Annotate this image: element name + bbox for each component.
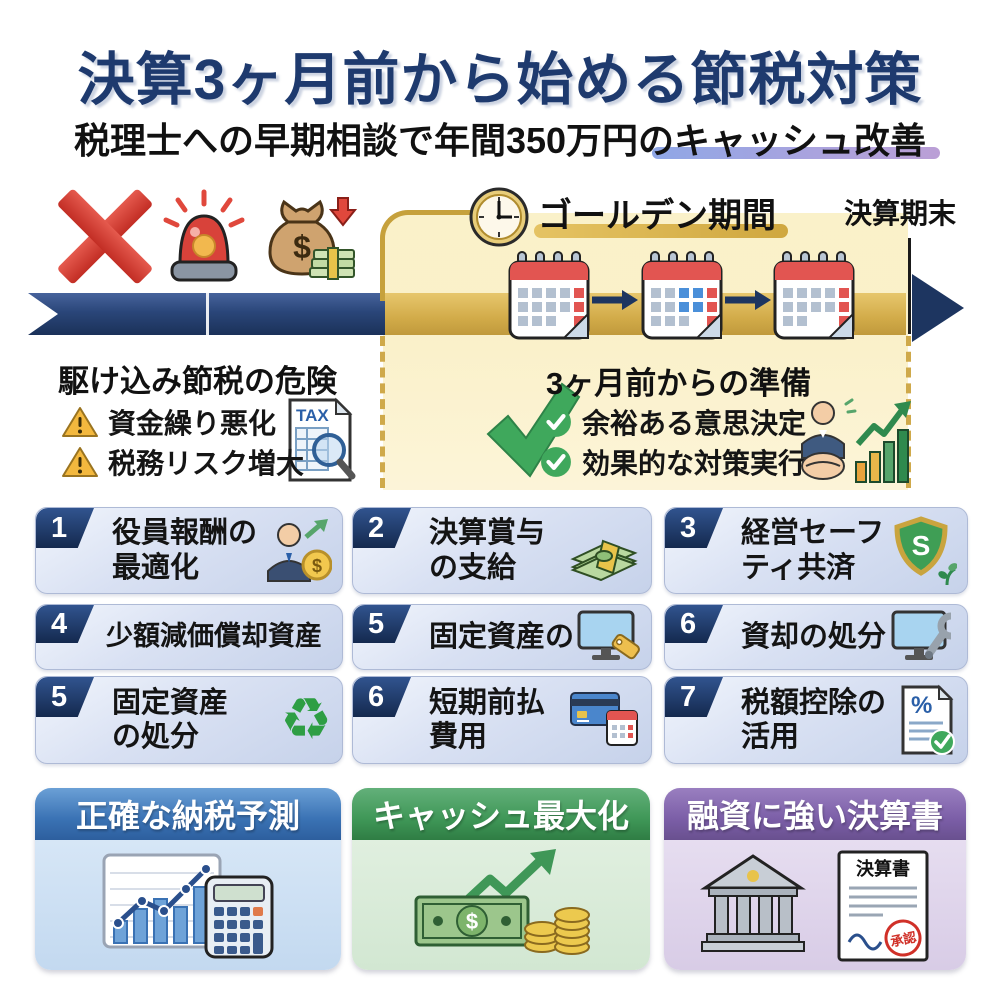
golden-period-label: ゴールデン期間	[538, 197, 776, 235]
strategy-label: 資却の処分	[741, 620, 887, 653]
danger-item: 税務リスク増大	[62, 442, 304, 482]
cash-stack-icon	[570, 539, 638, 581]
strategy-label: 決算賞与の支給	[429, 517, 546, 584]
strategy-number-badge: 1	[36, 508, 94, 548]
calendar-icon	[508, 251, 590, 340]
strategy-card: 7 税額控除の活用 %	[664, 676, 968, 764]
check-circle-icon	[541, 447, 571, 477]
strategy-card: 3 経営セーフティ共済 S	[664, 507, 968, 594]
page-subtitle: 税理士への早期相談で年間350万円のキャッシュ改善	[73, 120, 927, 161]
svg-text:決算書: 決算書	[856, 858, 910, 879]
strategy-number-badge: 6	[353, 677, 411, 717]
strategy-label: 短期前払費用	[429, 686, 546, 753]
page-title: 決算3ヶ月前から始める節税対策	[77, 48, 923, 112]
bank-statement-icon: 決算書 承認	[700, 850, 929, 962]
svg-text:$: $	[293, 229, 311, 265]
benefit-card: 融資に強い決算書 決算書	[664, 788, 966, 970]
monitor-wrench-icon	[891, 610, 952, 660]
preparation-item: 余裕ある意思決定	[540, 402, 806, 442]
recycle-icon: ♻	[280, 687, 332, 752]
subtitle-highlight-bar	[652, 147, 940, 159]
strategy-label: 固定資産の処分	[112, 686, 229, 753]
golden-label-underline	[534, 224, 788, 238]
strategy-label: 固定資産の	[429, 620, 575, 653]
preparation-heading: 3ヶ月前からの準備	[546, 366, 812, 401]
strategy-number-badge: 5	[353, 605, 411, 643]
benefit-title: 融資に強い決算書	[664, 788, 966, 840]
cash-maximize-icon: $	[414, 849, 590, 955]
advisor-handshake-icon	[801, 398, 857, 480]
preparation-item-label: 効果的な対策実行	[582, 448, 807, 479]
preparation-item: 効果的な対策実行	[540, 442, 806, 482]
svg-text:$: $	[312, 556, 322, 576]
svg-text:S: S	[912, 530, 931, 561]
strategy-label: 税額控除の活用	[741, 686, 887, 753]
strategy-card: 1 役員報酬の最適化 $	[35, 507, 343, 594]
warning-icon	[62, 447, 98, 477]
benefit-body: 決算書 承認	[664, 840, 966, 970]
svg-text:$: $	[466, 909, 478, 934]
timeline-arrowhead-icon	[912, 274, 964, 342]
arrow-right-icon	[725, 290, 771, 310]
preparation-item-label: 余裕ある意思決定	[582, 408, 807, 439]
strategy-card: 6 短期前払費用	[352, 676, 652, 764]
benefit-card: 正確な納税予測	[35, 788, 341, 970]
big-check-icon	[486, 382, 581, 478]
fiscal-end-label: 決算期末	[844, 198, 957, 229]
strategy-label: 役員報酬の最適化	[112, 517, 258, 584]
benefit-title: 正確な納税予測	[35, 788, 341, 840]
safety-shield-icon: S	[894, 515, 957, 585]
benefit-body: $	[352, 840, 650, 970]
golden-zone-left-dashed-border	[380, 336, 385, 488]
benefit-card: キャッシュ最大化 $	[352, 788, 650, 970]
benefit-title: キャッシュ最大化	[352, 788, 650, 840]
strategy-label: 少額減価償却資産	[106, 621, 322, 652]
strategy-number-badge: 2	[353, 508, 411, 548]
svg-text:承認: 承認	[889, 929, 918, 949]
strategy-card: 6 資却の処分	[664, 604, 968, 670]
prepaid-card-calendar-icon	[570, 692, 638, 746]
money-bag-decrease-icon: $	[268, 197, 358, 280]
strategy-label: 経営セーフティ共済	[741, 517, 885, 584]
check-circle-icon	[541, 407, 571, 437]
svg-text:TAX: TAX	[296, 406, 329, 425]
strategy-number-badge: 3	[665, 508, 723, 548]
tax-credit-doc-icon: %	[901, 684, 955, 755]
warning-icon	[62, 407, 98, 437]
arrow-right-icon	[592, 290, 638, 310]
monitor-tag-icon	[577, 610, 640, 660]
strategy-card: 5 固定資産の	[352, 604, 652, 670]
golden-zone-right-dashed-border	[906, 336, 911, 488]
growth-chart-icon	[855, 401, 911, 483]
danger-heading: 駆け込み節税の危険	[58, 364, 337, 399]
tax-audit-icon: TAX	[288, 397, 356, 482]
red-cross-icon	[56, 188, 154, 285]
danger-item-label: 資金繰り悪化	[108, 408, 277, 439]
danger-item-label: 税務リスク増大	[108, 448, 305, 479]
strategy-card: 4 少額減価償却資産	[35, 604, 343, 670]
strategy-card: 2 決算賞与の支給	[352, 507, 652, 594]
strategy-number-badge: 4	[36, 605, 94, 643]
golden-zone-corner-border	[380, 210, 481, 301]
executive-pay-icon: $	[267, 518, 332, 582]
strategy-number-badge: 5	[36, 677, 94, 717]
forecast-chart-calculator-icon	[102, 853, 274, 959]
strategy-number-badge: 6	[665, 605, 723, 643]
clock-icon	[469, 187, 529, 247]
calendar-icon	[773, 251, 855, 340]
strategy-card: 5 固定資産の処分 ♻	[35, 676, 343, 764]
siren-icon	[163, 189, 245, 282]
calendar-icon	[641, 251, 723, 340]
benefit-body	[35, 840, 341, 970]
timeline-band-divider	[206, 293, 209, 335]
svg-text:%: %	[911, 692, 932, 719]
danger-item: 資金繰り悪化	[62, 402, 276, 442]
strategy-number-badge: 7	[665, 677, 723, 717]
fiscal-end-marker-line	[908, 238, 911, 334]
